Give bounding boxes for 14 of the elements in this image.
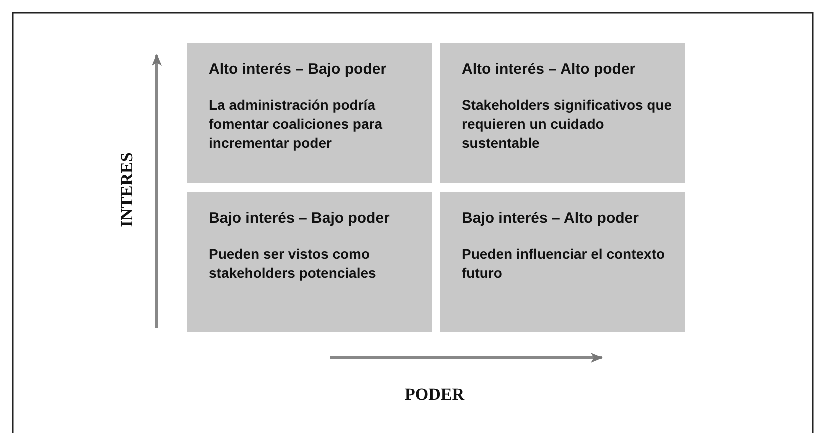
quadrant-description: Stakeholders significativos que requieren un cuidado sustentable (462, 96, 673, 153)
axis-label: INTERES (117, 152, 138, 228)
quadrant-description: La administración podría fomentar coaliciones para incrementar poder (209, 96, 384, 153)
quadrant-description: Pueden ser vistos como stakeholders potenciales (209, 245, 378, 283)
quadrant-heading: Bajo interés – Bajo poder (209, 210, 391, 227)
quadrant-box (187, 43, 432, 183)
quadrant-box (440, 43, 685, 183)
quadrant-description: Pueden influenciar el contexto futuro (462, 245, 666, 283)
quadrant-heading: Alto interés – Alto poder (462, 61, 637, 78)
quadrant-box (187, 192, 432, 332)
axis-label: PODER (405, 385, 464, 405)
quadrant-heading: Bajo interés – Alto poder (462, 210, 640, 227)
quadrant-box (440, 192, 685, 332)
quadrant-heading: Alto interés – Bajo poder (209, 61, 388, 78)
